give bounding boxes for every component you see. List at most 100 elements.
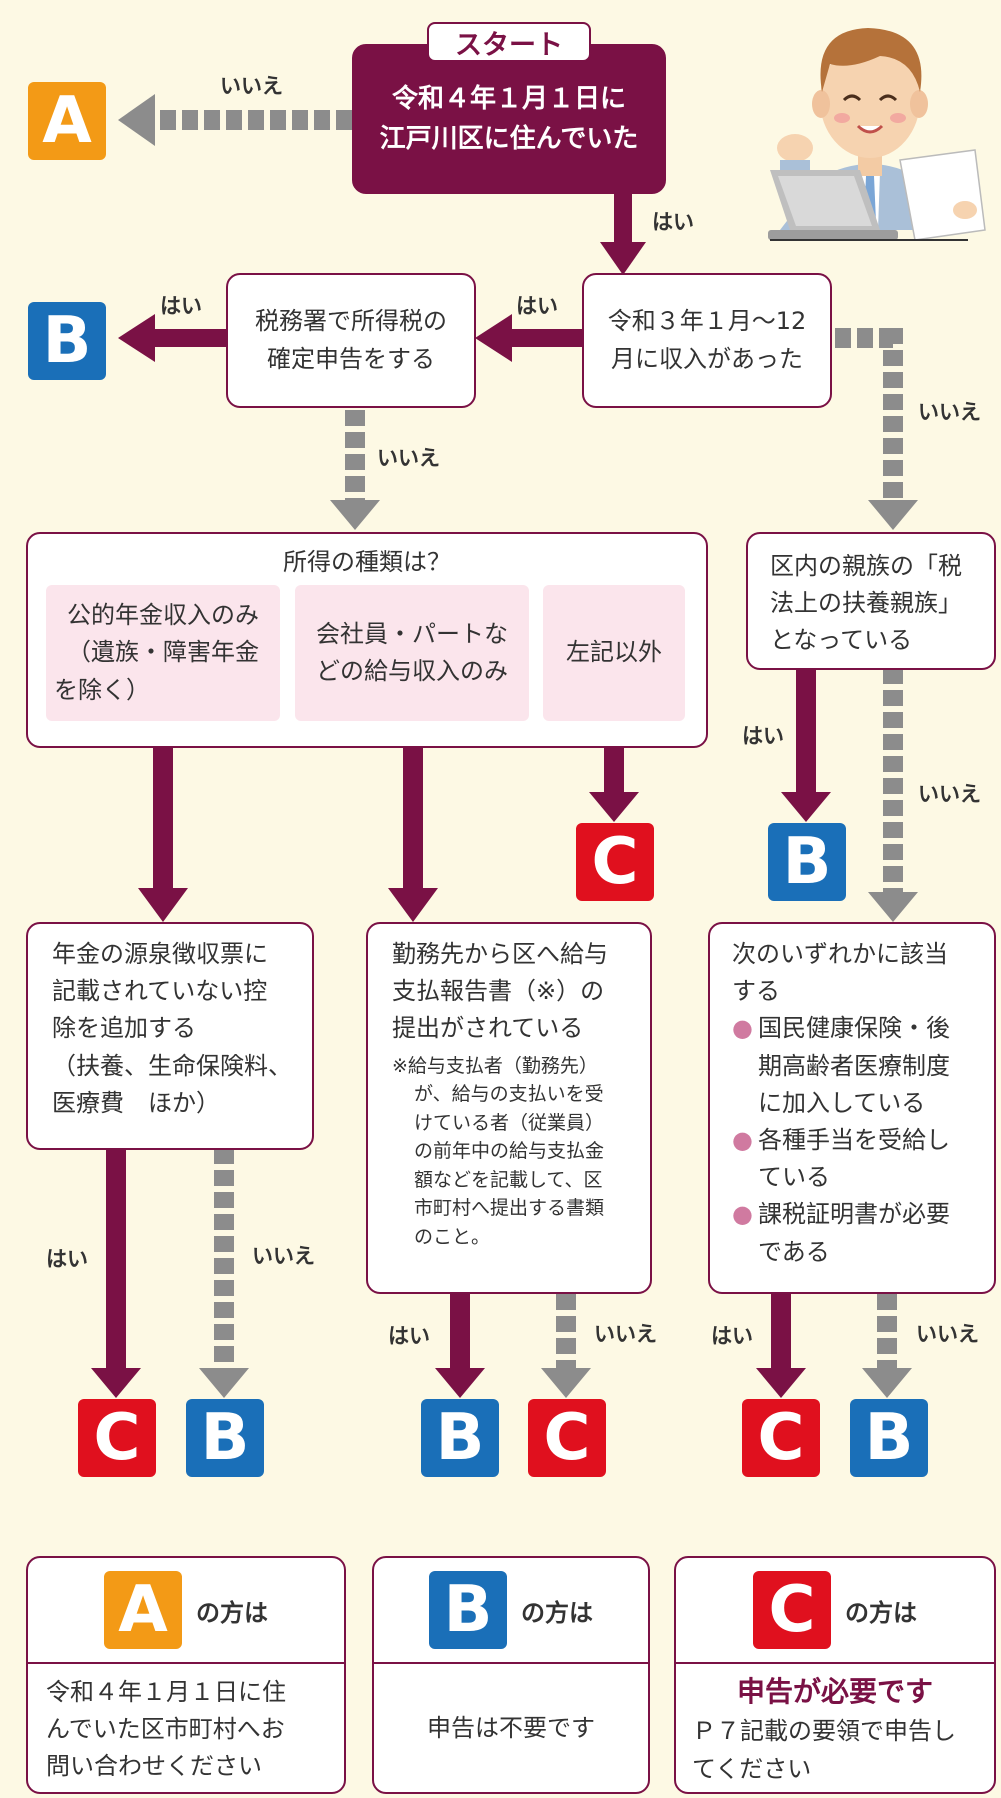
legend-A-body: 令和４年１月１日に住 んでいた区市町村へお 問い合わせください <box>28 1664 344 1786</box>
condition-item-1: ● 国民健康保険・後 期高齢者医療制度 に加入している <box>732 1010 984 1122</box>
label-no-conditions: いいえ <box>916 1322 979 1346</box>
taxoffice-line2: 確定申告をする <box>267 344 435 373</box>
arrow-salary-no-to-C <box>541 1294 591 1398</box>
legend-badge-B: B <box>429 1571 507 1649</box>
label-yes-conditions: はい <box>711 1324 753 1348</box>
arrow-taxoffice-to-B <box>118 314 226 362</box>
pension-option-line2: （遺族・障害年金 <box>67 638 259 667</box>
arrow-conditions-no-to-B <box>862 1294 912 1398</box>
pension-detail-line2: 記載されていない控 <box>52 977 268 1006</box>
label-no-salary: いいえ <box>594 1322 657 1346</box>
conditions-box: 次のいずれかに該当 する ● 国民健康保険・後 期高齢者医療制度 に加入している… <box>708 922 996 1294</box>
result-badge-C-other: C <box>576 823 654 901</box>
label-yes-salary: はい <box>388 1324 430 1348</box>
condition2-line2: ている <box>758 1163 830 1192</box>
legend-C-line1: Ｐ７記載の要領で申告し <box>692 1717 956 1746</box>
pension-detail-line1: 年金の源泉徴収票に <box>52 940 268 968</box>
income-type-salary: 会社員・パートな どの給与収入のみ <box>295 585 529 721</box>
start-line1: 令和４年１月１日に <box>391 83 626 114</box>
arrow-taxoffice-to-types <box>330 410 380 530</box>
income-line2: 月に収入があった <box>611 344 803 373</box>
dependent-line3: となっている <box>770 626 913 655</box>
result-badge-C-conditions-yes: C <box>742 1399 820 1477</box>
legend-A-line2: んでいた区市町村へお <box>46 1715 285 1744</box>
label-no-taxoffice: いいえ <box>377 446 440 470</box>
legend-C-suffix: の方は <box>845 1598 917 1627</box>
condition3-line1: 課税証明書が必要 <box>758 1200 950 1229</box>
result-badge-B-pension-no: B <box>186 1399 264 1477</box>
salary-report-line1: 勤務先から区へ給与 <box>392 940 608 968</box>
start-tag-label: スタート <box>455 29 563 61</box>
arrow-salary-to-box <box>388 722 438 922</box>
legend-C: C の方は 申告が必要です Ｐ７記載の要領で申告し てください <box>674 1556 996 1794</box>
arrow-start-to-A <box>118 94 352 146</box>
legend-C-body: 申告が必要です Ｐ７記載の要領で申告し てください <box>676 1664 994 1788</box>
label-no-start: いいえ <box>220 74 283 98</box>
result-badge-C-pension-yes: C <box>78 1399 156 1477</box>
legend-A-suffix: の方は <box>196 1598 268 1627</box>
label-yes-taxoffice: はい <box>160 294 202 318</box>
legend-C-header: C の方は <box>676 1558 994 1664</box>
arrow-income-to-taxoffice <box>475 314 582 362</box>
label-no-income: いいえ <box>918 400 981 424</box>
bullet-dot-icon: ● <box>732 1125 753 1154</box>
conditions-lead-line2: する <box>732 977 780 1006</box>
tax-office-question-box: 税務署で所得税の 確定申告をする <box>226 273 476 408</box>
income-type-title: 所得の種類は？ <box>283 548 451 576</box>
result-badge-B-dependent: B <box>768 823 846 901</box>
result-badge-A: A <box>28 82 106 160</box>
pension-option-line3: を除く） <box>54 675 150 704</box>
pension-option-line1: 公的年金収入のみ <box>67 601 259 630</box>
label-no-dependent: いいえ <box>918 782 981 806</box>
start-tag: スタート <box>427 22 591 62</box>
note-line5: 額などを記載して、区 <box>414 1168 603 1191</box>
note-line4: の前年中の給与支払金 <box>414 1140 605 1163</box>
label-yes-pension: はい <box>46 1247 88 1271</box>
person-with-laptop-illustration <box>768 28 986 241</box>
legend-B-text: 申告は不要です <box>427 1714 595 1743</box>
label-yes-income: はい <box>516 294 558 318</box>
note-line1: ※給与支払者（勤務先） <box>392 1054 598 1077</box>
legend-badge-C: C <box>753 1571 831 1649</box>
arrow-pension-to-box <box>138 722 188 922</box>
pension-detail-box: 年金の源泉徴収票に 記載されていない控 除を追加する （扶養、生命保険料、 医療… <box>26 922 314 1150</box>
arrow-dependent-to-B <box>781 668 831 822</box>
condition1-line2: 期高齢者医療制度 <box>758 1051 950 1080</box>
legend-A-line3: 問い合わせください <box>46 1752 262 1781</box>
dependent-line1: 区内の親族の「税 <box>770 552 962 580</box>
arrow-start-to-income <box>600 192 646 275</box>
condition-item-3: ● 課税証明書が必要 である <box>732 1196 984 1270</box>
dependent-question-box: 区内の親族の「税 法上の扶養親族」 となっている <box>746 532 996 670</box>
salary-option-line2: どの給与収入のみ <box>316 657 508 685</box>
label-no-pension: いいえ <box>252 1244 315 1268</box>
condition2-line1: 各種手当を受給し <box>758 1125 950 1154</box>
income-line1: 令和３年１月～12 <box>607 307 807 336</box>
salary-report-box: 勤務先から区へ給与 支払報告書（※）の 提出がされている ※給与支払者（勤務先）… <box>366 922 652 1294</box>
legend-C-headline: 申告が必要です <box>736 1675 933 1708</box>
label-yes-start: はい <box>652 210 694 234</box>
label-yes-dependent: はい <box>742 724 784 748</box>
legend-B-body: 申告は不要です <box>374 1664 648 1792</box>
note-line6: 市町村へ提出する書類 <box>414 1197 605 1220</box>
conditions-lead-line1: 次のいずれかに該当 <box>732 940 948 968</box>
result-badge-C-salary-no: C <box>528 1399 606 1477</box>
arrow-dependent-to-conditions <box>868 668 918 922</box>
start-line2: 江戸川区に住んでいた <box>379 124 639 154</box>
bullet-dot-icon: ● <box>732 1014 753 1043</box>
income-type-other: 左記以外 <box>543 585 685 721</box>
salary-report-note: ※給与支払者（勤務先） が、給与の支払いを受 けている者（従業員） の前年中の給… <box>392 1052 650 1252</box>
start-box: 令和４年１月１日に 江戸川区に住んでいた <box>352 44 666 194</box>
legend-A-header: A の方は <box>28 1558 344 1664</box>
note-line7: のこと。 <box>414 1225 491 1248</box>
taxoffice-line1: 税務署で所得税の <box>255 307 447 336</box>
condition-item-2: ● 各種手当を受給し ている <box>732 1122 984 1196</box>
salary-option-line1: 会社員・パートな <box>316 619 508 648</box>
legend-A-line1: 令和４年１月１日に住 <box>46 1678 286 1706</box>
note-line3: けている者（従業員） <box>414 1111 605 1134</box>
dependent-line2: 法上の扶養親族」 <box>770 589 962 618</box>
condition3-line2: である <box>758 1237 830 1266</box>
bullet-dot-icon: ● <box>732 1200 753 1229</box>
legend-A: A の方は 令和４年１月１日に住 んでいた区市町村へお 問い合わせください <box>26 1556 346 1794</box>
